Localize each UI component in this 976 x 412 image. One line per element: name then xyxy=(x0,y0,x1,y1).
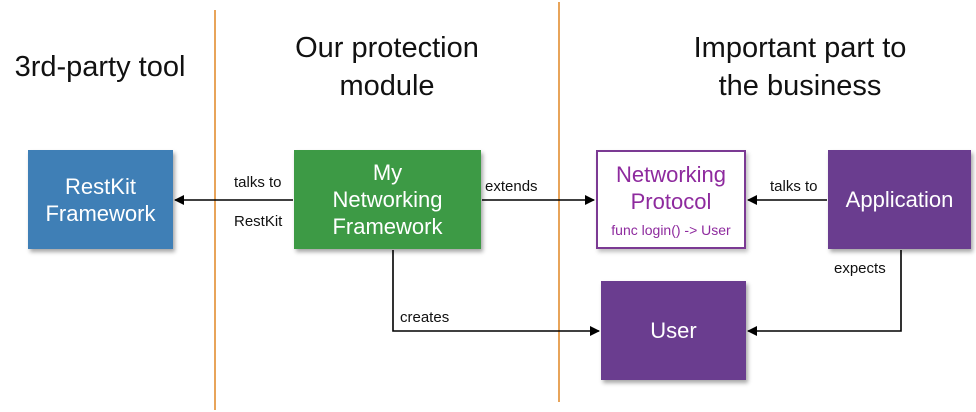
label-talks-to-app: talks to xyxy=(770,178,818,195)
arrow-creates xyxy=(392,250,600,336)
label-talks-to-restkit-top: talks to xyxy=(234,174,282,191)
heading-third-party: 3rd-party tool xyxy=(14,51,186,83)
heading-protection-module: Our protection module xyxy=(295,32,479,102)
label-extends: extends xyxy=(485,178,538,195)
user-box: User xyxy=(601,281,746,380)
application-box: Application xyxy=(828,150,971,249)
protocol-signature: func login() -> User xyxy=(611,221,731,238)
networking-protocol-box: Networking Protocol func login() -> User xyxy=(596,150,746,249)
heading-business: Important part to the business xyxy=(693,32,907,102)
restkit-framework-box: RestKit Framework xyxy=(28,150,173,249)
arrow-expects xyxy=(747,250,902,336)
label-talks-to-restkit-bottom: RestKit xyxy=(234,213,283,230)
label-creates: creates xyxy=(400,309,450,326)
label-expects: expects xyxy=(834,260,886,277)
my-networking-framework-box: My Networking Framework xyxy=(294,150,481,249)
